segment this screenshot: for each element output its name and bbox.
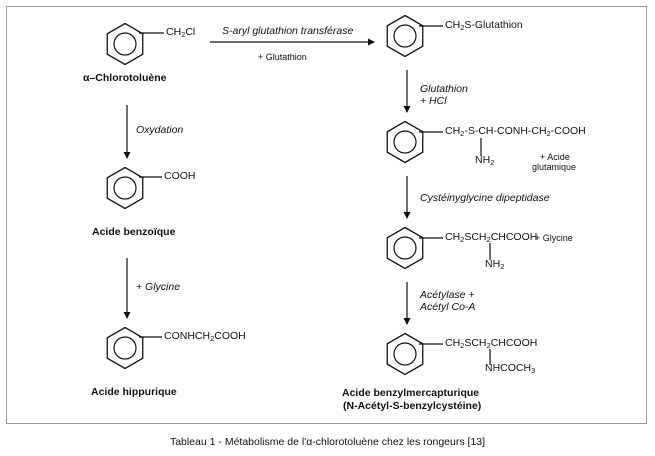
- benzene-ring-benzoic: [106, 166, 144, 210]
- mercapturic-chain: CH2SCH2CHCOOH: [445, 337, 538, 350]
- mercapturic-acetylamino: NHCOCH3: [485, 362, 536, 375]
- benzene-ring-hippuric: [106, 326, 144, 370]
- cysteine-conjugate-nh2: NH2: [485, 258, 505, 271]
- mercapturic-acid-synonym: (N-Acétyl-S-benzylcystéine): [343, 400, 482, 412]
- enzyme-label: S-aryl glutathion transférase: [222, 25, 354, 37]
- glutamic-acid-label-b: glutamique: [532, 162, 577, 172]
- glutamic-acid-label-a: + Acide: [540, 152, 570, 162]
- reaction-arrows: [123, 38, 411, 325]
- figure-caption: Tableau 1 - Métabolisme de l'α-chlorotol…: [169, 436, 486, 448]
- cysteine-conjugate-chain: CH2SCH2CHCOOH: [445, 231, 538, 244]
- mercapturic-acid-name: Acide benzylmercapturique: [342, 387, 480, 399]
- chlorotoluene-name: α–Chlorotoluène: [83, 72, 167, 84]
- cysteinylglycine-chain: CH2-S-CH-CONH-CH2-COOH: [445, 125, 586, 138]
- benzene-ring-mercapturic: [386, 332, 424, 376]
- figure-frame: [6, 6, 647, 424]
- glutathion-conjugate: CH2S-Glutathion: [445, 19, 523, 32]
- oxidation-label: Oxydation: [136, 124, 184, 136]
- benzoic-acid-name: Acide benzoïque: [92, 226, 176, 238]
- hippuric-substituent: CONHCH2COOH: [164, 330, 246, 343]
- step1-label-a: Glutathion: [420, 83, 468, 95]
- glycine-label: + Glycine: [136, 281, 181, 293]
- glutathion-reagent: + Glutathion: [258, 52, 307, 62]
- chlorotoluene-substituent: CH2Cl: [166, 26, 196, 39]
- benzene-ring-cysteinyl: [386, 120, 424, 164]
- hippuric-acid-name: Acide hippurique: [91, 386, 177, 398]
- benzene-ring-glutathion: [386, 14, 424, 58]
- dipeptidase-label: Cystéinyglycine dipeptidase: [420, 192, 550, 204]
- glycine-byproduct: + Glycine: [535, 233, 573, 243]
- benzoic-substituent: COOH: [164, 170, 196, 182]
- substituent-bonds: [139, 25, 491, 365]
- step1-label-b: + HCl: [420, 95, 447, 107]
- acetylase-label-a: Acétylase +: [420, 289, 475, 301]
- cysteinylglycine-nh2: NH2: [475, 154, 495, 167]
- benzene-ring-cysteine: [386, 226, 424, 270]
- acetylase-label-b: Acétyl Co-A: [420, 301, 476, 313]
- benzene-ring-chlorotoluene: [106, 22, 144, 66]
